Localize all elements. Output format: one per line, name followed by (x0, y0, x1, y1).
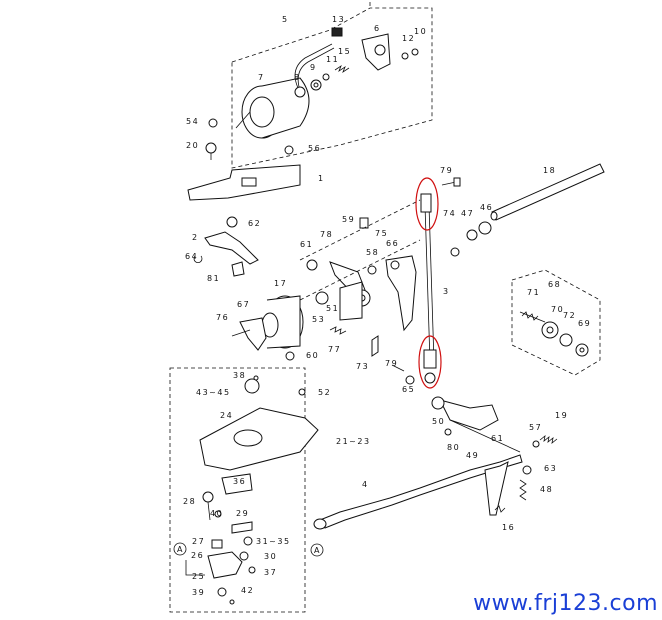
label-37: 37 (264, 568, 277, 577)
label-42: 42 (241, 586, 254, 595)
label-79-top: 79 (440, 166, 453, 175)
label-77: 77 (328, 345, 341, 354)
label-59: 59 (342, 215, 355, 224)
label-9: 9 (310, 63, 317, 72)
label-49: 49 (466, 451, 479, 460)
label-36: 36 (233, 477, 246, 486)
label-81: 81 (207, 274, 220, 283)
label-4: 4 (362, 480, 369, 489)
label-10: 10 (414, 27, 427, 36)
label-68: 68 (548, 280, 561, 289)
label-62: 62 (248, 219, 261, 228)
highlight-lower-joint (418, 335, 442, 389)
label-61-left: 61 (300, 240, 313, 249)
label-76: 76 (216, 313, 229, 322)
label-3: 3 (443, 287, 450, 296)
label-30: 30 (264, 552, 277, 561)
marker-a-right (310, 543, 324, 557)
label-5: 5 (282, 15, 289, 24)
bracket-plate-group (187, 118, 301, 277)
label-56: 56 (308, 144, 321, 153)
label-16: 16 (502, 523, 515, 532)
drive-unit-group (231, 199, 421, 361)
label-66: 66 (386, 239, 399, 248)
label-a-right: A (314, 546, 321, 555)
label-11: 11 (326, 55, 339, 64)
label-1: 1 (318, 174, 325, 183)
watermark-text: www.frj123.com (473, 591, 658, 616)
label-28: 28 (183, 497, 196, 506)
label-38: 38 (233, 371, 246, 380)
lever-assembly-group (313, 396, 558, 530)
motor-assembly-group (231, 2, 433, 169)
label-65: 65 (402, 385, 415, 394)
label-15: 15 (338, 47, 351, 56)
label-51: 51 (326, 304, 339, 313)
label-64: 64 (185, 252, 198, 261)
label-78: 78 (320, 230, 333, 239)
label-18: 18 (543, 166, 556, 175)
shaft-18 (490, 163, 605, 221)
connecting-rod-group (391, 177, 492, 389)
label-48: 48 (540, 485, 553, 494)
part-number-labels: 5 13 6 12 10 15 11 9 8 7 54 20 56 1 62 2… (177, 15, 591, 597)
label-13: 13 (332, 15, 345, 24)
label-53: 53 (312, 315, 325, 324)
label-61-right: 61 (491, 434, 504, 443)
label-43-45: 43~45 (196, 388, 231, 397)
label-29: 29 (236, 509, 249, 518)
highlight-upper-joint (415, 177, 439, 231)
label-46: 46 (480, 203, 493, 212)
label-31-35: 31~35 (256, 537, 291, 546)
label-40: 40 (210, 509, 223, 518)
label-39: 39 (192, 588, 205, 597)
label-8: 8 (294, 73, 301, 82)
label-79-mid: 79 (385, 359, 398, 368)
label-2: 2 (192, 233, 199, 242)
label-75: 75 (375, 229, 388, 238)
connector-part-13 (331, 27, 343, 37)
label-12: 12 (402, 34, 415, 43)
label-20: 20 (186, 141, 199, 150)
label-a-left: A (177, 545, 184, 554)
label-21-23: 21~23 (336, 437, 371, 446)
label-27: 27 (192, 537, 205, 546)
label-73: 73 (356, 362, 369, 371)
label-67: 67 (237, 300, 250, 309)
label-24: 24 (220, 411, 233, 420)
tension-assembly-group (511, 269, 601, 376)
label-26: 26 (191, 551, 204, 560)
label-71: 71 (527, 288, 540, 297)
label-17: 17 (274, 279, 287, 288)
label-50: 50 (432, 417, 445, 426)
label-57: 57 (529, 423, 542, 432)
label-19: 19 (555, 411, 568, 420)
label-63: 63 (544, 464, 557, 473)
label-52: 52 (318, 388, 331, 397)
feed-mechanism-group (169, 367, 319, 613)
label-72: 72 (563, 311, 576, 320)
label-7: 7 (258, 73, 265, 82)
label-74: 74 (443, 209, 456, 218)
label-54: 54 (186, 117, 199, 126)
label-70: 70 (551, 305, 564, 314)
label-6: 6 (374, 24, 381, 33)
label-69: 69 (578, 319, 591, 328)
label-58: 58 (366, 248, 379, 257)
label-47: 47 (461, 209, 474, 218)
label-25: 25 (192, 572, 205, 581)
label-60: 60 (306, 351, 319, 360)
label-80: 80 (447, 443, 460, 452)
marker-a-left (173, 542, 187, 556)
